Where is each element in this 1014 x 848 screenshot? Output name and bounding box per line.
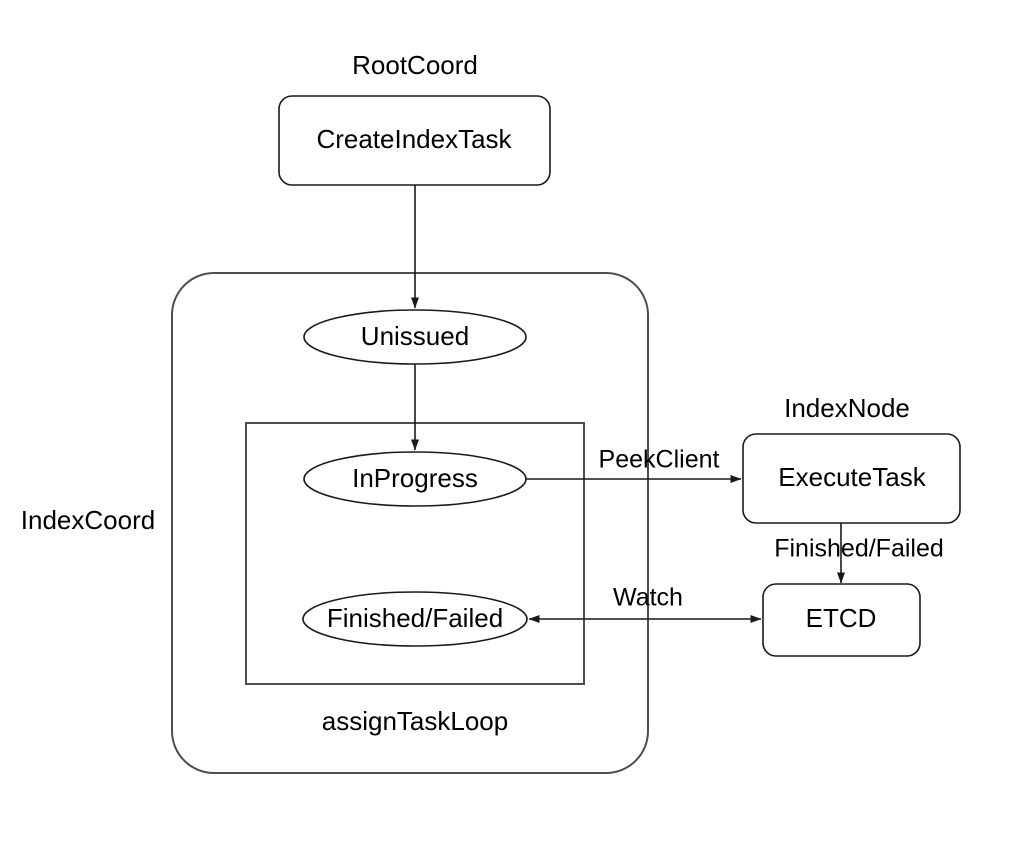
group-indexcoord: IndexCoord xyxy=(21,272,649,774)
finished-failed-label: Finished/Failed xyxy=(327,603,503,633)
edge-label-finished-failed: Finished/Failed xyxy=(774,535,944,563)
node-executetask[interactable]: ExecuteTask xyxy=(742,433,961,524)
etcd-label: ETCD xyxy=(806,603,877,633)
createindextask-label: CreateIndexTask xyxy=(316,124,512,154)
node-etcd[interactable]: ETCD xyxy=(762,583,921,657)
node-inprogress[interactable]: InProgress xyxy=(303,451,527,507)
node-createindextask[interactable]: CreateIndexTask xyxy=(278,95,551,186)
node-unissued[interactable]: Unissued xyxy=(303,309,527,365)
rootcoord-label: RootCoord xyxy=(352,50,478,80)
indexcoord-container-outline xyxy=(171,272,649,774)
node-finished-failed[interactable]: Finished/Failed xyxy=(302,591,528,647)
assigntaskloop-group-label: assignTaskLoop xyxy=(322,706,508,736)
edge-label-watch: Watch xyxy=(613,584,683,612)
inprogress-label: InProgress xyxy=(352,463,478,493)
indexnode-label: IndexNode xyxy=(784,393,910,423)
etcd-box[interactable] xyxy=(762,583,921,657)
executetask-box[interactable] xyxy=(742,433,961,524)
unissued-label: Unissued xyxy=(361,321,469,351)
finished-failed-ellipse[interactable] xyxy=(302,591,528,647)
executetask-label: ExecuteTask xyxy=(778,462,926,492)
indexcoord-group-label: IndexCoord xyxy=(21,505,155,535)
edge-label-peekclient: PeekClient xyxy=(599,446,720,474)
